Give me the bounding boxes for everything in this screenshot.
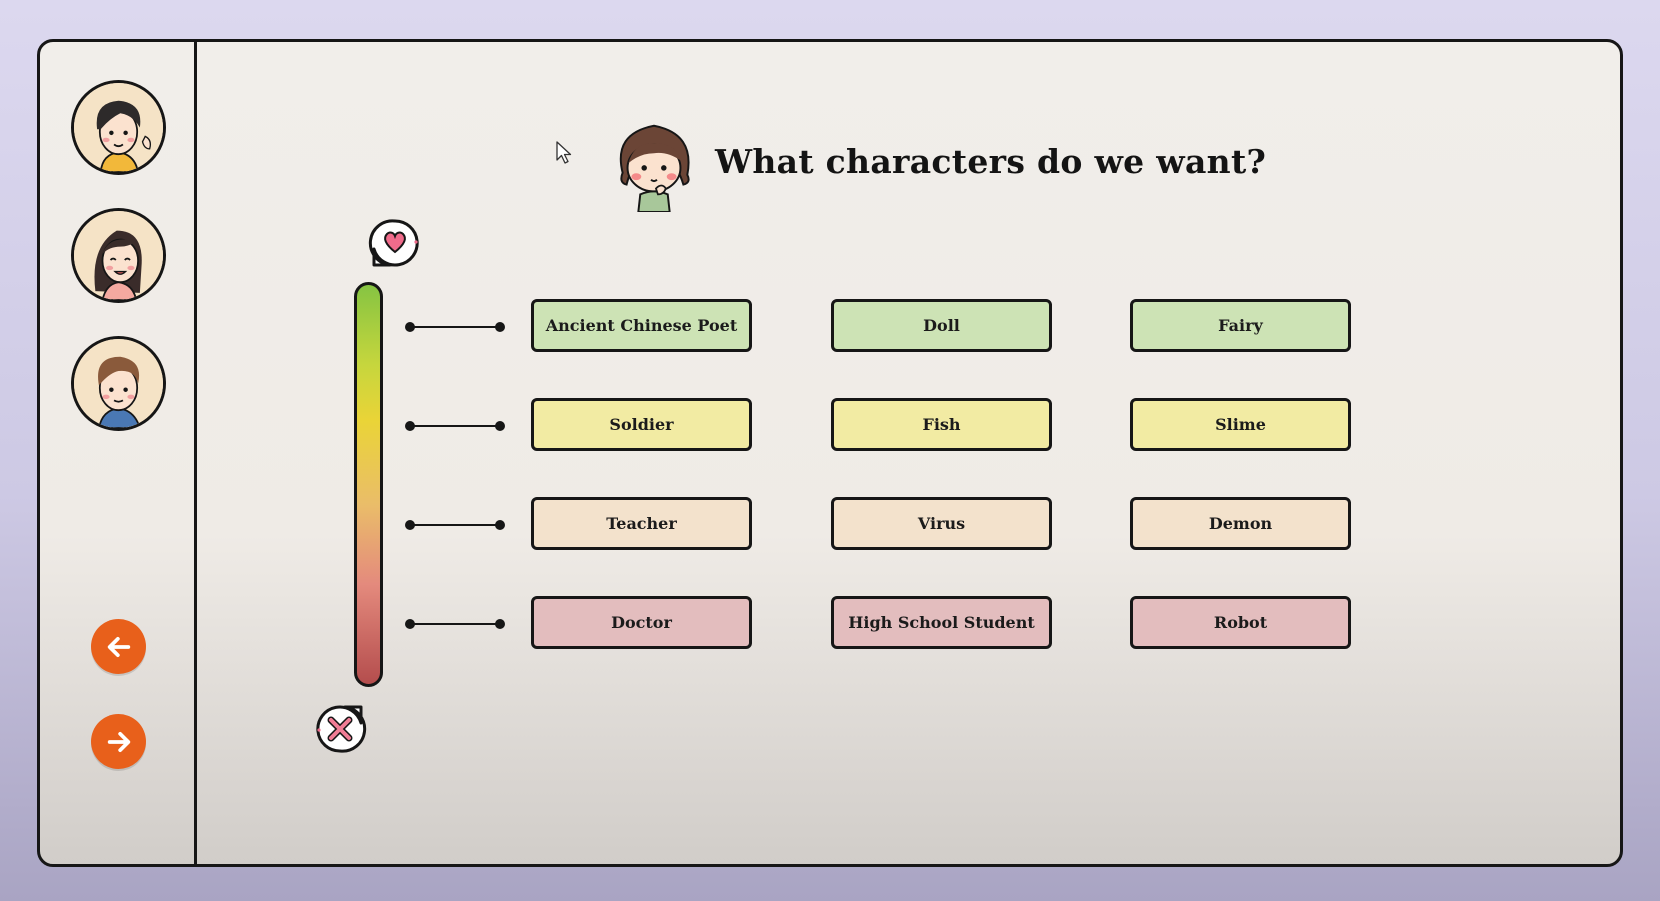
tier-connector — [405, 520, 505, 530]
character-chip[interactable]: Slime — [1130, 398, 1351, 451]
avatar-woman-icon[interactable] — [71, 208, 166, 303]
tier-connector — [405, 619, 505, 629]
arrow-left-icon — [107, 636, 130, 657]
arrow-right-icon — [107, 731, 130, 752]
heart-bubble-icon — [368, 219, 419, 267]
character-chip[interactable]: Demon — [1130, 497, 1351, 550]
character-chip[interactable]: Teacher — [531, 497, 752, 550]
cross-bubble-icon — [316, 705, 367, 753]
avatar-boy-icon[interactable] — [71, 80, 166, 175]
preference-scale-bar — [354, 282, 383, 687]
character-chip[interactable]: Doll — [831, 299, 1052, 352]
back-button[interactable] — [91, 619, 146, 674]
page-title: What characters do we want? — [715, 142, 1267, 181]
character-chip[interactable]: Fairy — [1130, 299, 1351, 352]
character-chip[interactable]: High School Student — [831, 596, 1052, 649]
character-chip[interactable]: Virus — [831, 497, 1052, 550]
tier-connector — [405, 421, 505, 431]
character-chip[interactable]: Soldier — [531, 398, 752, 451]
tier-connector — [405, 322, 505, 332]
mouse-cursor-icon — [556, 141, 572, 164]
thinking-girl-icon — [619, 124, 690, 212]
avatar-man-icon[interactable] — [71, 336, 166, 431]
character-chip[interactable]: Doctor — [531, 596, 752, 649]
character-chip[interactable]: Robot — [1130, 596, 1351, 649]
character-chip[interactable]: Fish — [831, 398, 1052, 451]
sidebar — [40, 42, 197, 864]
next-button[interactable] — [91, 714, 146, 769]
app-window: What characters do we want? Ancient Chin… — [37, 39, 1623, 867]
character-chip[interactable]: Ancient Chinese Poet — [531, 299, 752, 352]
